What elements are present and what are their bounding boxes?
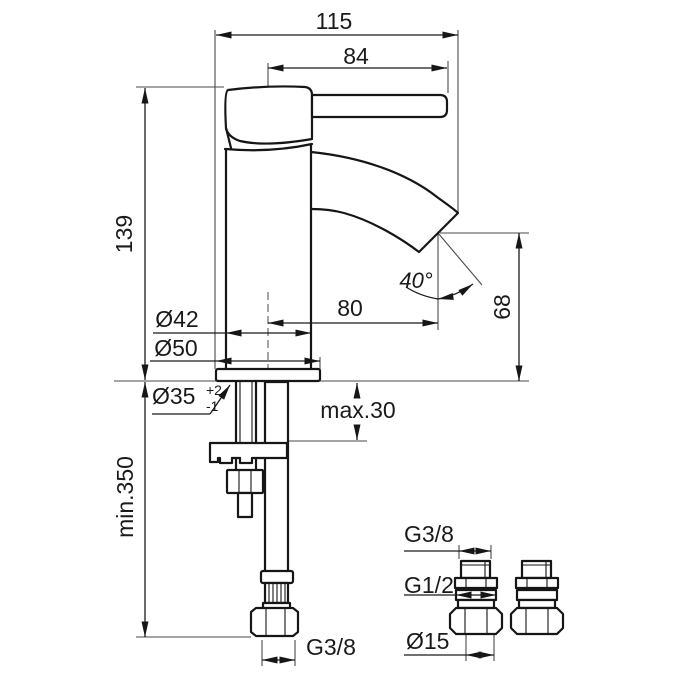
fitting-ring (515, 588, 559, 602)
label-tolerance-minus: -1 (206, 398, 219, 414)
mounting-nut-facets (238, 471, 252, 492)
faucet-outline (208, 85, 460, 638)
dim-total-width-label: 115 (316, 8, 353, 34)
ext-lines-hose-thread (261, 640, 296, 666)
label-tolerance-plus: +2 (206, 382, 222, 398)
dim-spout-reach-label: 80 (337, 295, 363, 321)
ext-lines-adapter-inlet (458, 545, 492, 559)
label-body-diameter: Ø42 (155, 306, 198, 332)
angle-arc (437, 283, 474, 300)
label-base-diameter: Ø50 (154, 335, 197, 361)
label-adapter-pipe-diameter: Ø15 (406, 628, 449, 654)
label-hose-thread: G3/8 (306, 634, 356, 660)
fitting-step (456, 598, 496, 610)
fitting-thread-detail (461, 562, 490, 578)
dim-spout-angle-label: 40° (399, 268, 432, 293)
mounting-clamp-plate (208, 441, 289, 465)
fitting-collar (453, 576, 499, 590)
label-mounting-hole-diameter: Ø35 (152, 383, 195, 409)
dim-handle-length-label: 84 (343, 43, 369, 69)
fitting-nut (509, 606, 565, 636)
fitting-thread-detail (522, 562, 551, 578)
fitting-nut (448, 606, 504, 636)
fitting-step (517, 598, 557, 610)
ext-lines-adapter-pipe (465, 634, 495, 661)
faucet-lever-handle (310, 93, 449, 119)
dimension-lines (141, 31, 523, 664)
compression-fitting-left (448, 559, 504, 636)
base-flange (214, 367, 322, 383)
hose-nut-facets (265, 609, 286, 635)
faucet-cap (224, 85, 314, 145)
label-adapter-outlet-thread: G1/2 (404, 572, 454, 598)
mounting-stud-end (236, 491, 254, 519)
supply-hose-braid (263, 380, 290, 574)
hose-nut (249, 606, 300, 638)
dimension-labels: 115 84 139 min.350 68 80 40° Ø42 Ø50 Ø35… (111, 8, 515, 660)
leader-hole-diameter (209, 384, 231, 415)
dim-min-hose-length-label: min.350 (112, 456, 138, 538)
fitting-collar-facets (526, 579, 548, 587)
fitting-thread (520, 559, 553, 580)
mounting-stud-thread (239, 382, 253, 443)
compression-fitting-right (509, 559, 565, 636)
faucet-neck-ring (223, 142, 314, 152)
fitting-thread (459, 559, 492, 580)
hose-crimp-collar (259, 569, 295, 585)
dim-outlet-height-label: 68 (489, 294, 515, 320)
fitting-collar (514, 576, 560, 590)
water-stream-line (437, 232, 483, 286)
fitting-nut-facets (525, 609, 549, 633)
dim-body-height-label: 139 (111, 215, 137, 253)
label-max-deck-thickness: max.30 (320, 397, 395, 423)
extension-lines (114, 30, 529, 666)
mounting-nut (225, 468, 265, 495)
hose-corrugation-lines (268, 584, 286, 602)
faucet-neck-left (224, 126, 233, 150)
label-adapter-inlet-thread: G3/8 (404, 521, 454, 547)
fitting-nut-facets (464, 609, 488, 633)
angle-arc-tail (405, 286, 439, 300)
faucet-spout (309, 150, 460, 254)
fitting-collar-facets (465, 579, 487, 587)
